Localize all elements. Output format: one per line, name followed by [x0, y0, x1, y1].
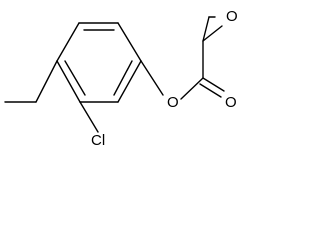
ring-bond-6	[56, 22, 80, 62]
ring-inner-double-bond-3	[64, 60, 86, 96]
carbonyl-double-bond-b	[199, 83, 222, 98]
ester-group: O O	[140, 60, 237, 111]
epoxide-bond-3	[202, 25, 223, 42]
ester-oxygen-label: O	[167, 94, 179, 111]
chlorine-label: Cl	[91, 132, 105, 149]
ring-bond-5	[56, 60, 81, 103]
ring-bond-2	[117, 22, 142, 62]
chlorine-substituent: Cl	[79, 101, 105, 149]
epoxide-ring: O	[202, 8, 238, 79]
benzene-ring	[56, 22, 142, 103]
epoxide-bond-1	[202, 16, 210, 42]
ring-oxygen-label: O	[226, 8, 238, 25]
ring-inner-double-bond-2	[113, 60, 133, 96]
chlorine-bond	[79, 101, 99, 133]
chemical-structure: Cl O O O	[4, 8, 238, 149]
aryl-oxygen-bond	[140, 60, 164, 96]
ring-bond-3	[117, 60, 142, 103]
ethyl-group	[4, 60, 58, 103]
carbonyl-double-bond-a	[202, 77, 225, 92]
oxygen-carbonyl-bond	[180, 77, 204, 100]
ethyl-bond-1	[35, 60, 58, 103]
carbonyl-oxygen-label: O	[225, 94, 237, 111]
